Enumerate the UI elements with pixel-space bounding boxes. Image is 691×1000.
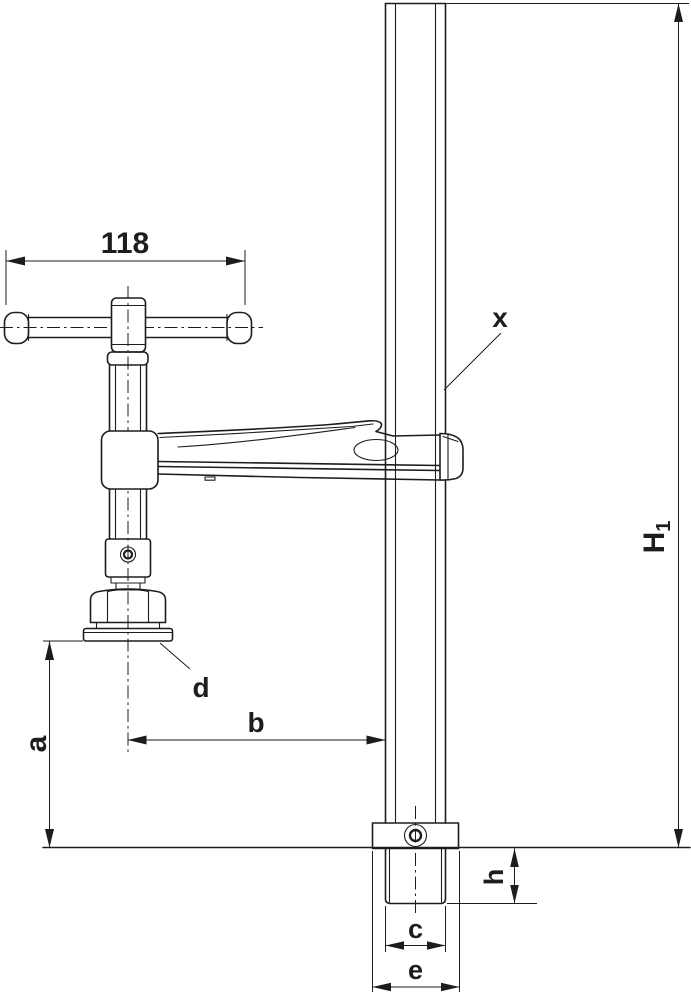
- dim-h1-label: H1: [638, 521, 675, 554]
- dim-h-label: h: [479, 869, 509, 886]
- h1-subscript: 1: [653, 521, 675, 532]
- dimension-h: h: [447, 848, 537, 904]
- dim-b-label: b: [247, 707, 264, 738]
- dim-c-label: c: [408, 914, 423, 944]
- dimension-c: c: [385, 906, 446, 952]
- dimension-e: e: [372, 851, 460, 992]
- dim-e-label: e: [408, 955, 423, 985]
- foot-screw: [408, 828, 423, 843]
- dimension-h1: H1: [446, 3, 689, 848]
- dim-118-label: 118: [101, 227, 149, 260]
- t-handle: [0, 297, 263, 353]
- callout-x-label: x: [492, 302, 508, 333]
- rail-profile: [384, 2, 447, 824]
- callout-d: d: [159, 642, 210, 703]
- dim-a-label: a: [20, 735, 53, 752]
- clamp-arm: [100, 419, 464, 490]
- arm-end-cap: [439, 432, 464, 481]
- dimension-a: a: [20, 640, 83, 848]
- h1-main: H: [638, 532, 671, 554]
- callout-x: x: [443, 302, 508, 391]
- dimension-118: 118: [5, 227, 246, 305]
- callout-d-label: d: [192, 672, 209, 703]
- fixing-foot: [371, 806, 460, 914]
- dimension-b: b: [127, 707, 386, 745]
- spindle: [82, 286, 174, 755]
